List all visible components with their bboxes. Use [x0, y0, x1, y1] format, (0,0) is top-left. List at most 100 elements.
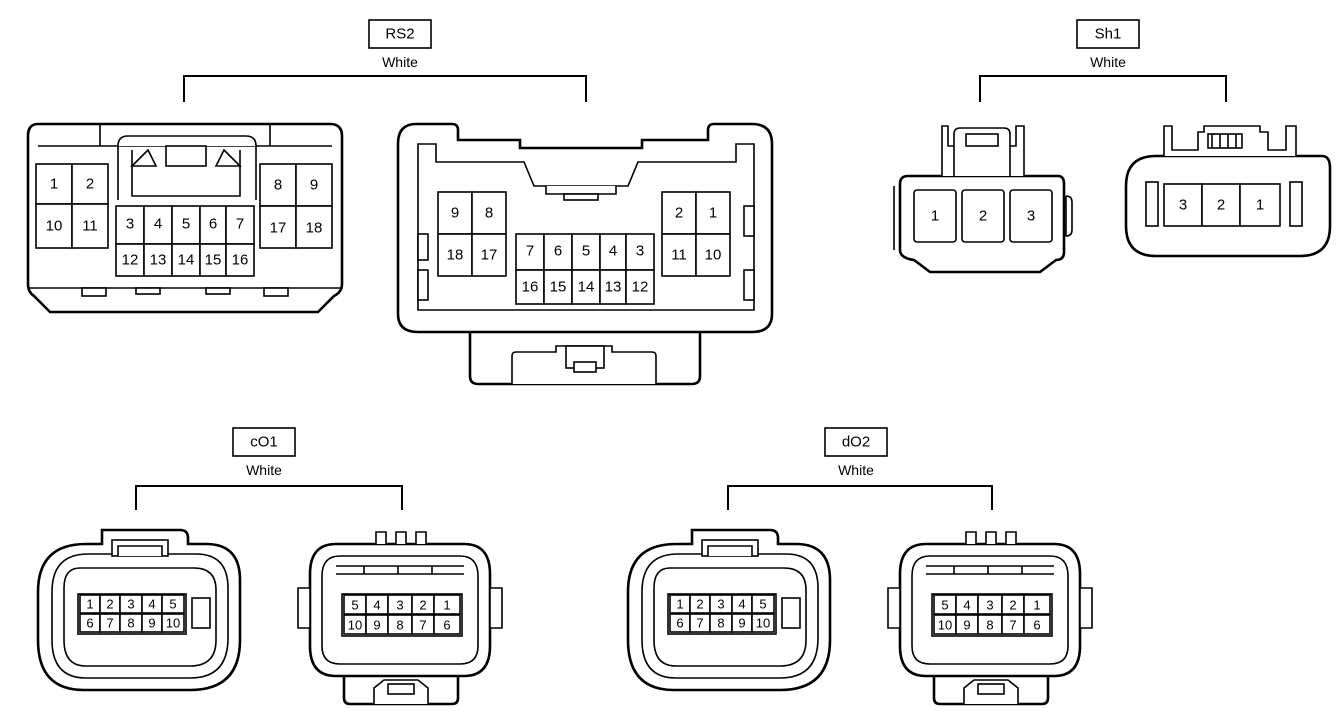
connector-color: White [1090, 54, 1126, 70]
latch [117, 135, 257, 147]
pin-cell [437, 233, 473, 277]
pin-number: 12 [122, 252, 139, 269]
pin-cell [1023, 614, 1051, 635]
pin-number: 1 [86, 597, 93, 612]
pin-number: 8 [986, 618, 993, 633]
pin-number: 3 [986, 598, 993, 613]
latch [573, 361, 597, 373]
housing-inner [926, 565, 1054, 575]
pin-grid: 5 4 3 2 1 10 9 8 7 6 [931, 593, 1053, 637]
pin-number: 3 [126, 216, 134, 233]
pin-number: 8 [396, 618, 403, 633]
pin-cell [433, 614, 461, 635]
pin-number: 1 [50, 176, 58, 193]
pin-cell [1163, 183, 1203, 227]
pin-cell [259, 205, 297, 249]
connector-label-co1: cO1 White [232, 427, 296, 478]
pin-cell [161, 594, 185, 614]
pin-number: 3 [717, 597, 724, 612]
pin-cell [543, 269, 573, 305]
housing-edge [743, 269, 755, 301]
pin-number: 3 [1179, 197, 1187, 214]
latch [130, 148, 242, 167]
pin-number: 9 [310, 177, 318, 194]
pin-number: 6 [86, 616, 93, 631]
connector-code: Sh1 [1095, 26, 1122, 43]
pin-number: 2 [419, 598, 426, 613]
pin-grid-left: 1 2 10 11 [35, 163, 109, 249]
pin-number: 7 [696, 616, 703, 631]
housing-edge [135, 287, 161, 295]
pin-cell [543, 233, 573, 271]
pin-number: 11 [82, 218, 98, 235]
latch [165, 145, 207, 167]
pin-number: 10 [938, 618, 952, 633]
connector-view-do2-a: 1 2 3 4 5 6 7 8 9 10 [626, 528, 832, 692]
pin-grid-center: 7 6 5 4 3 16 15 14 13 12 [515, 233, 655, 305]
latch [1207, 133, 1243, 149]
housing-edge [263, 287, 289, 297]
latch [131, 150, 241, 197]
pin-number: 17 [481, 247, 498, 264]
pin-number: 3 [1027, 208, 1035, 225]
pin-number: 10 [166, 616, 180, 631]
pin-number: 4 [154, 216, 162, 233]
connector-code: dO2 [842, 434, 870, 451]
connector-do2: dO2 White 1 [626, 427, 1093, 706]
pin-cell [913, 189, 957, 243]
connector-view-co1-a: 1 2 3 4 5 6 7 8 9 10 [36, 528, 242, 692]
pin-number: 6 [1033, 618, 1040, 633]
connector-view-rs2-a: 1 2 10 11 3 4 5 6 7 12 [26, 122, 344, 314]
pin-number: 1 [676, 597, 683, 612]
pin-grid-center: 3 4 5 6 7 12 13 14 15 16 [115, 205, 255, 277]
pin-number: 15 [550, 279, 567, 296]
pin-number: 9 [451, 205, 459, 222]
latch [1211, 134, 1237, 148]
pin-number: 8 [485, 205, 493, 222]
pin-number: 6 [554, 243, 562, 260]
pin-number: 12 [632, 279, 649, 296]
pin-grid-right: 8 9 17 18 [259, 163, 333, 249]
connector-code-box [232, 427, 296, 457]
pin-number: 2 [1217, 197, 1225, 214]
pin-cell [433, 594, 461, 615]
latch [965, 531, 1017, 544]
connector-code-box [368, 19, 432, 49]
pin-number: 5 [351, 598, 358, 613]
pin-number: 6 [209, 216, 217, 233]
latch [191, 597, 211, 629]
pin-cell [143, 243, 173, 277]
latch [965, 133, 999, 147]
pin-cell [199, 243, 227, 277]
connector-code-box [824, 427, 888, 457]
pin-number: 2 [675, 205, 683, 222]
connector-color: White [246, 462, 282, 478]
connector-view-sh1-a: 1 2 3 [893, 125, 1073, 274]
housing-edge [887, 587, 1093, 629]
pin-number: 13 [150, 252, 167, 269]
housing-edge [1289, 181, 1303, 227]
pin-number: 2 [979, 208, 987, 225]
housing-inner [336, 565, 464, 575]
pin-number: 8 [274, 177, 282, 194]
connector-bracket [135, 485, 403, 510]
pin-grid: 1 2 3 4 5 6 7 8 9 10 [667, 593, 777, 635]
pin-number: 5 [582, 243, 590, 260]
pin-number: 3 [636, 243, 644, 260]
connector-view-sh1-b: 3 2 1 [1124, 125, 1332, 258]
housing-edge [205, 287, 231, 295]
pin-number: 5 [169, 597, 176, 612]
pin-number: 10 [348, 618, 362, 633]
pin-number: 9 [148, 616, 155, 631]
housing-edge [99, 124, 271, 146]
pin-cell [171, 243, 201, 277]
housing-inner [953, 566, 1023, 574]
pin-number: 1 [443, 598, 450, 613]
pin-cell [1023, 594, 1051, 615]
connector-rs2: RS2 White 1 2 1 [26, 19, 774, 386]
pin-cell [571, 233, 601, 271]
pin-cell [1239, 183, 1281, 227]
pin-number: 4 [963, 598, 970, 613]
connector-label-do2: dO2 White [824, 427, 888, 478]
